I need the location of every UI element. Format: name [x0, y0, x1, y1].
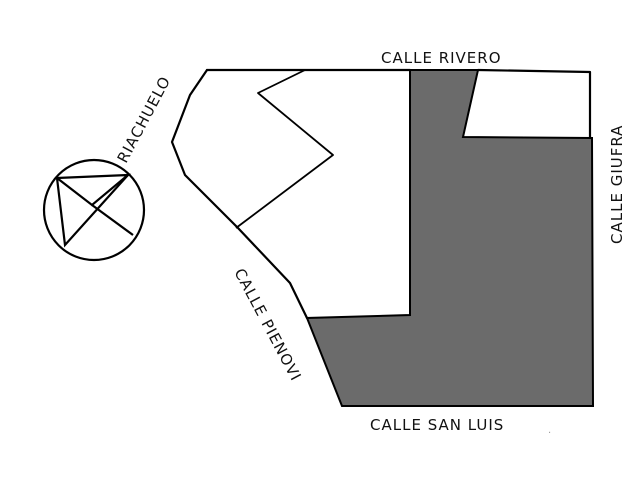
highlighted-parcel	[305, 69, 595, 407]
street-label-east: CALLE GIUFRA	[608, 125, 626, 244]
street-label-south: CALLE SAN LUIS	[370, 416, 504, 434]
street-label-river: RIACHUELO	[114, 73, 175, 166]
street-label-north: CALLE RIVERO	[381, 49, 502, 67]
interior-lot-line-zigzag	[235, 69, 334, 229]
street-label-west: CALLE PIENOVI	[230, 265, 305, 384]
block-outline-west	[170, 68, 309, 320]
compass-icon	[42, 158, 146, 262]
small-mark: ·	[548, 428, 551, 439]
block-outline-northeast	[476, 68, 592, 140]
